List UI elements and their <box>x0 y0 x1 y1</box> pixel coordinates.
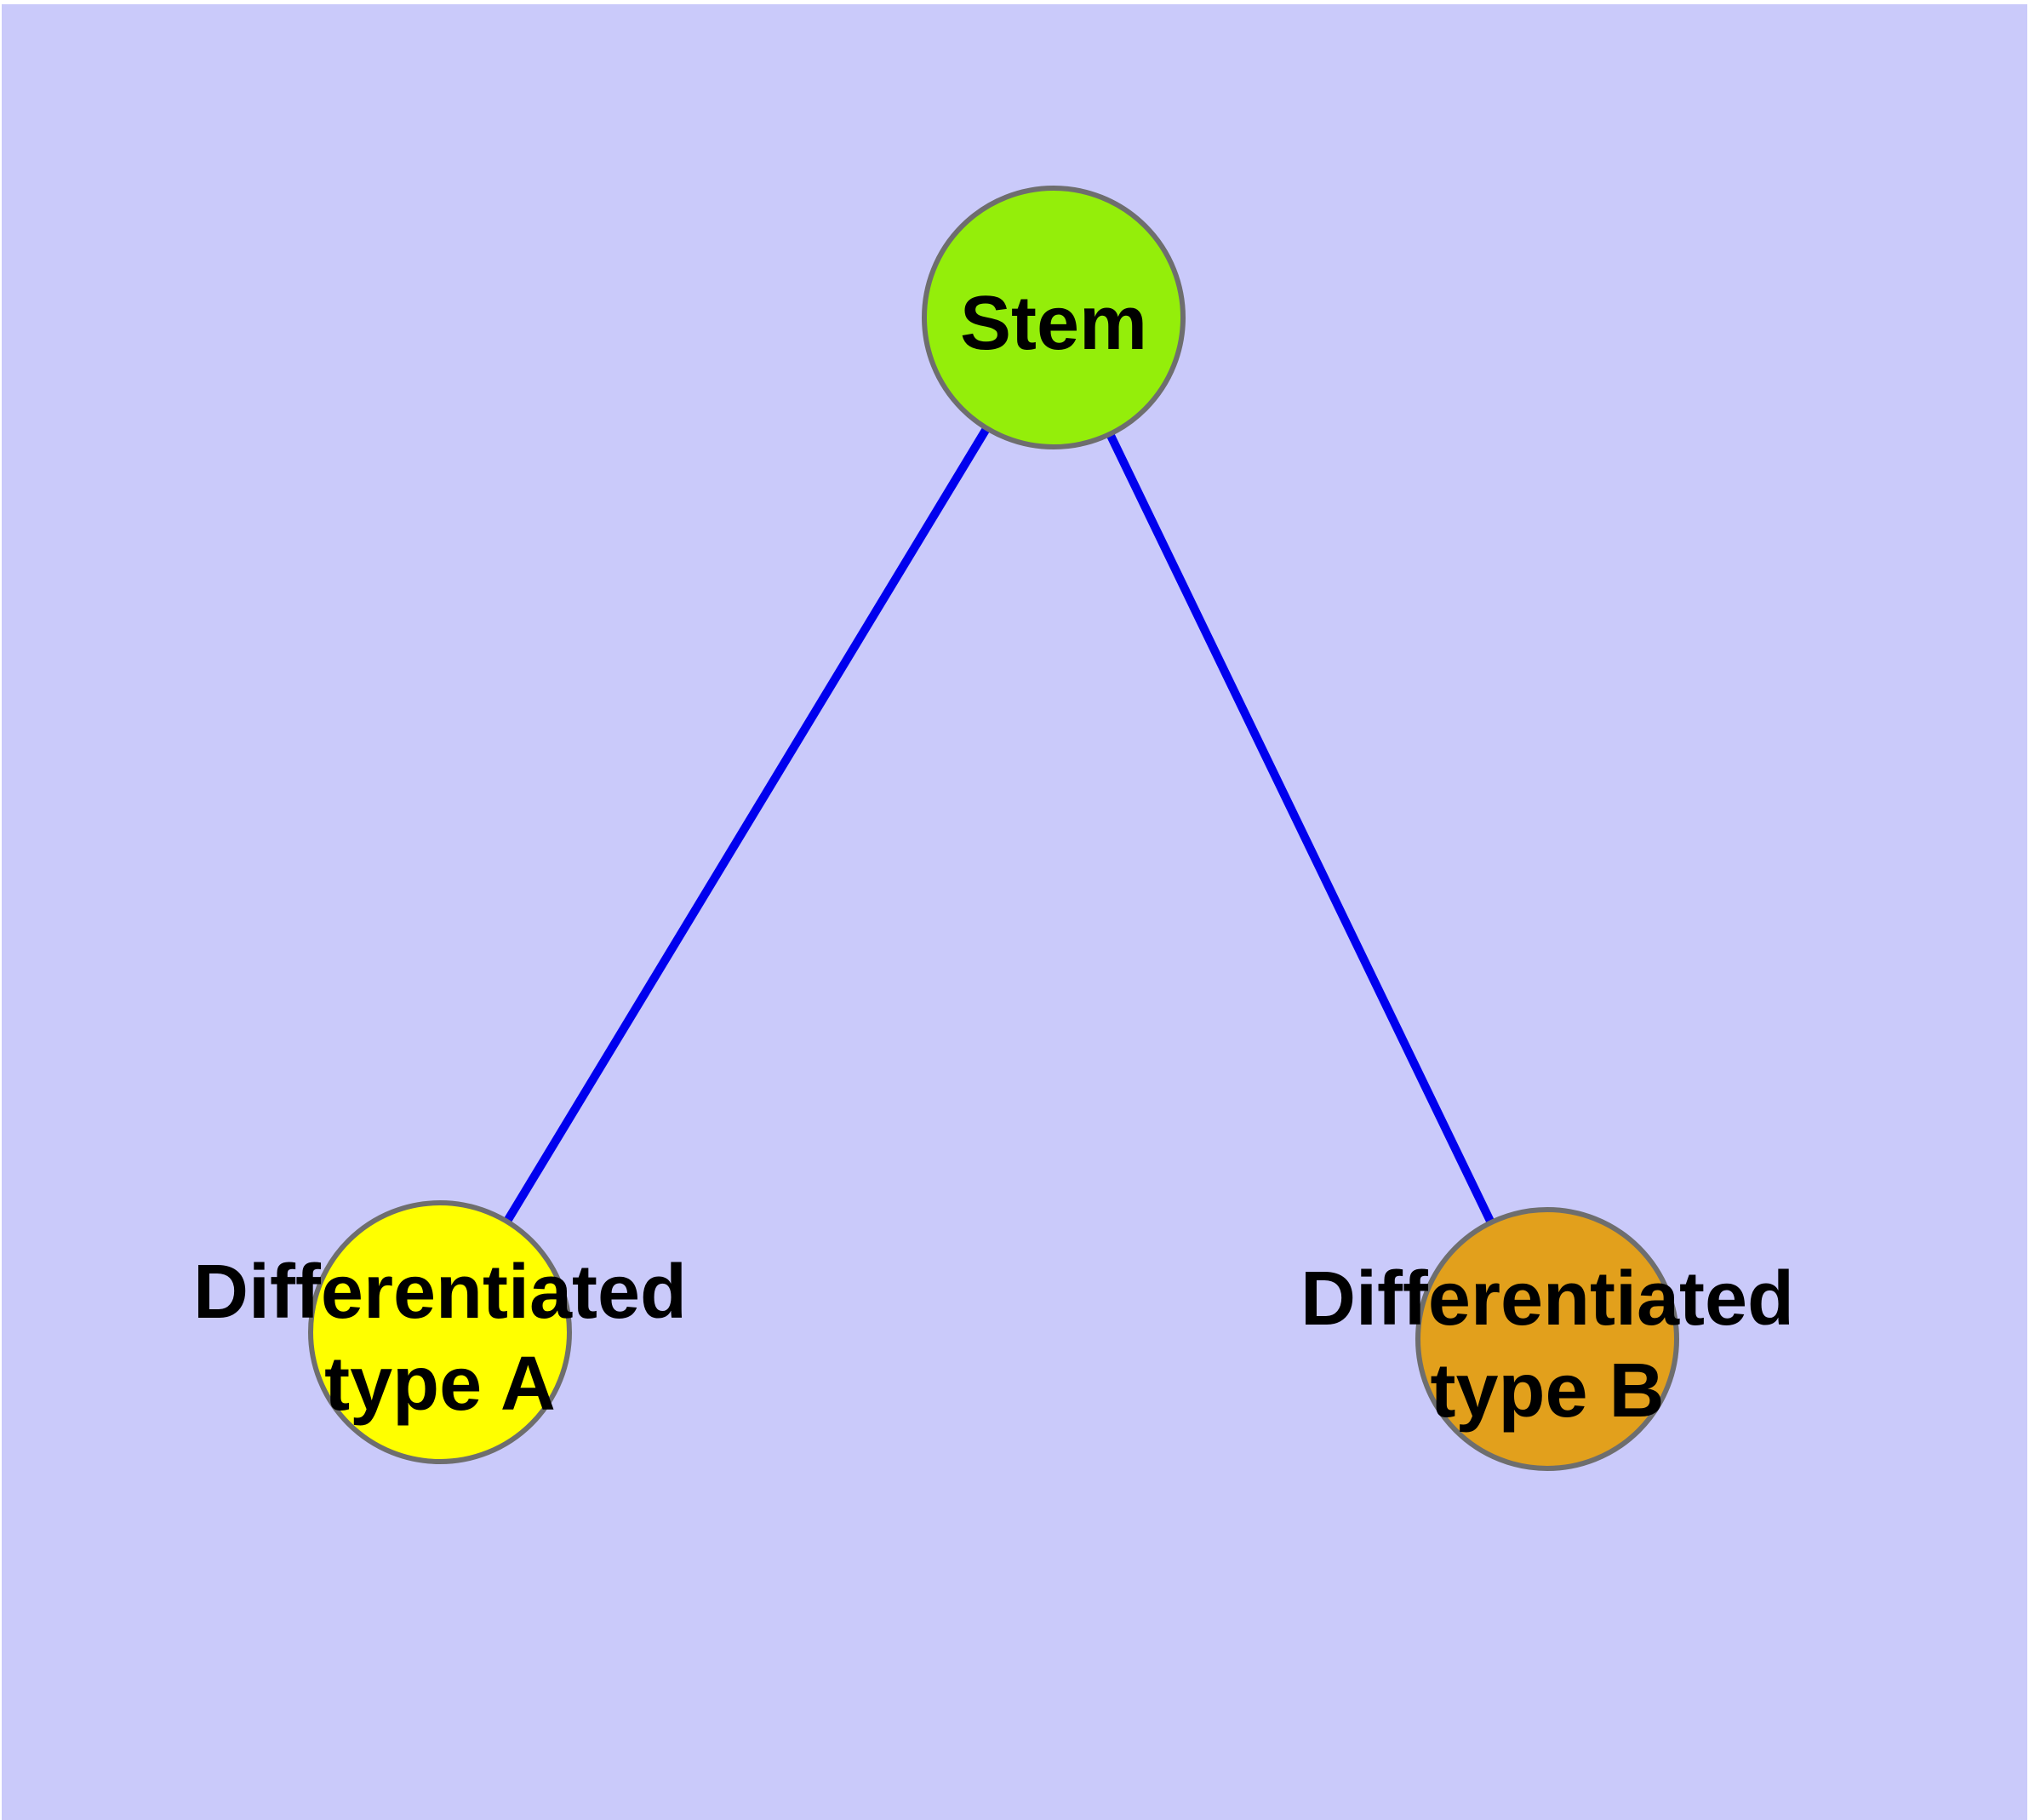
node-differentiated-type-a-label-line-2: type A <box>324 1342 556 1427</box>
edge-stem-to-type-a <box>436 315 1058 1335</box>
node-stem-label: Stem <box>960 281 1147 366</box>
edge-stem-to-type-b <box>1049 315 1552 1342</box>
nodes-layer: Stem Differentiated type A Differentiate… <box>193 186 1794 1471</box>
node-differentiated-type-a-circle <box>308 1200 572 1464</box>
node-differentiated-type-b-label-line-2: type B <box>1430 1348 1664 1434</box>
node-differentiated-type-a: Differentiated type A <box>193 1200 687 1464</box>
node-differentiated-type-b-circle <box>1415 1207 1679 1471</box>
edges-layer <box>436 315 1552 1342</box>
node-stem-circle <box>922 186 1186 449</box>
node-differentiated-type-a-label-line-1: Differentiated <box>193 1250 687 1335</box>
node-differentiated-type-b-label-line-1: Differentiated <box>1300 1256 1794 1342</box>
node-stem: Stem <box>922 186 1186 449</box>
node-differentiated-type-b: Differentiated type B <box>1300 1207 1794 1471</box>
